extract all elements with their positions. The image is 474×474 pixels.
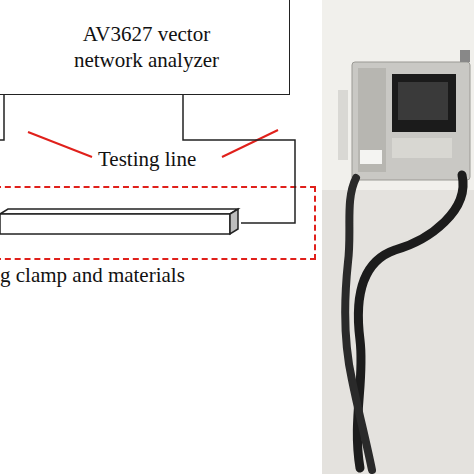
clamp-region: g clamp and materials [0,186,316,260]
leader-line [222,130,278,157]
leader-line [28,132,92,157]
photo [322,0,474,474]
testing-line [0,95,4,223]
material-bar [0,208,260,248]
testing-line [183,95,295,223]
region-label: g clamp and materials [0,262,185,288]
device-name: AV3627 vector network analyzer [58,21,236,73]
analyzer-box: AV3627 vector network analyzer [0,0,290,95]
line-label: Testing line [98,146,196,172]
